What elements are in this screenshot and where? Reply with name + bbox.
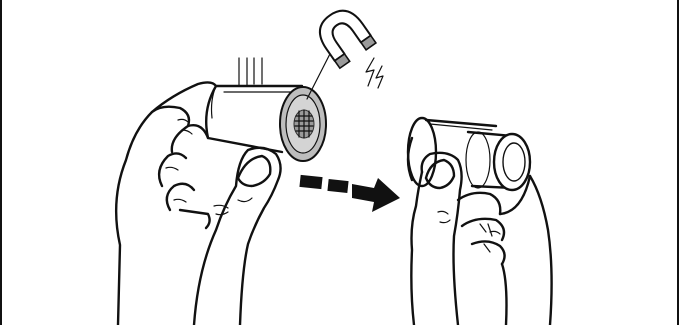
right-hand-with-sleeve <box>408 118 552 325</box>
right-hand <box>411 153 551 325</box>
inner-tube <box>466 132 530 190</box>
horseshoe-magnet-icon <box>312 3 376 68</box>
dashed-right-arrow-icon <box>299 175 400 212</box>
pipe-stems <box>239 58 262 86</box>
left-hand <box>116 82 280 325</box>
mesh-filter-face <box>280 87 326 161</box>
lightning-bolt-icon <box>366 58 383 88</box>
